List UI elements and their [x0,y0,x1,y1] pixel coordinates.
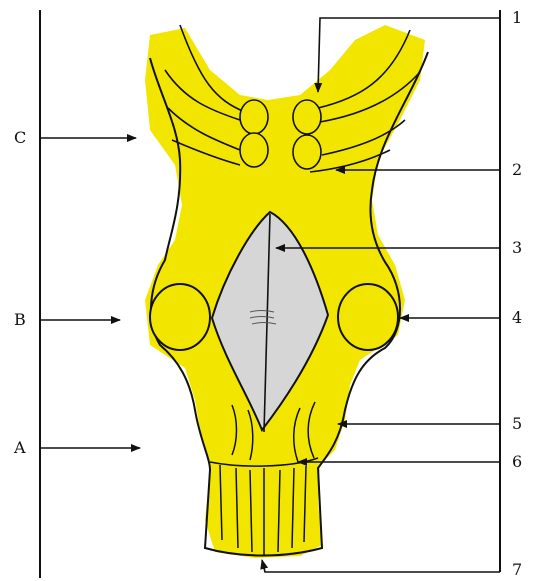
colliculus-right-upper [293,100,321,134]
lateral-bulge-right [338,284,398,350]
label-2: 2 [512,162,522,178]
label-4: 4 [512,310,522,326]
label-a: A [14,440,26,456]
lateral-bulge-left [150,284,210,350]
label-3: 3 [512,240,522,256]
pointer-7-arrow [262,560,500,572]
left-pointers [40,138,140,448]
label-1: 1 [512,10,522,26]
label-7: 7 [512,562,522,578]
label-5: 5 [512,416,522,432]
label-c: C [14,130,26,146]
colliculus-left-lower [240,133,268,167]
colliculus-right-lower [293,135,321,169]
colliculus-left-upper [240,100,268,134]
label-b: B [14,312,26,328]
label-6: 6 [512,454,522,470]
brainstem-body [145,25,428,558]
